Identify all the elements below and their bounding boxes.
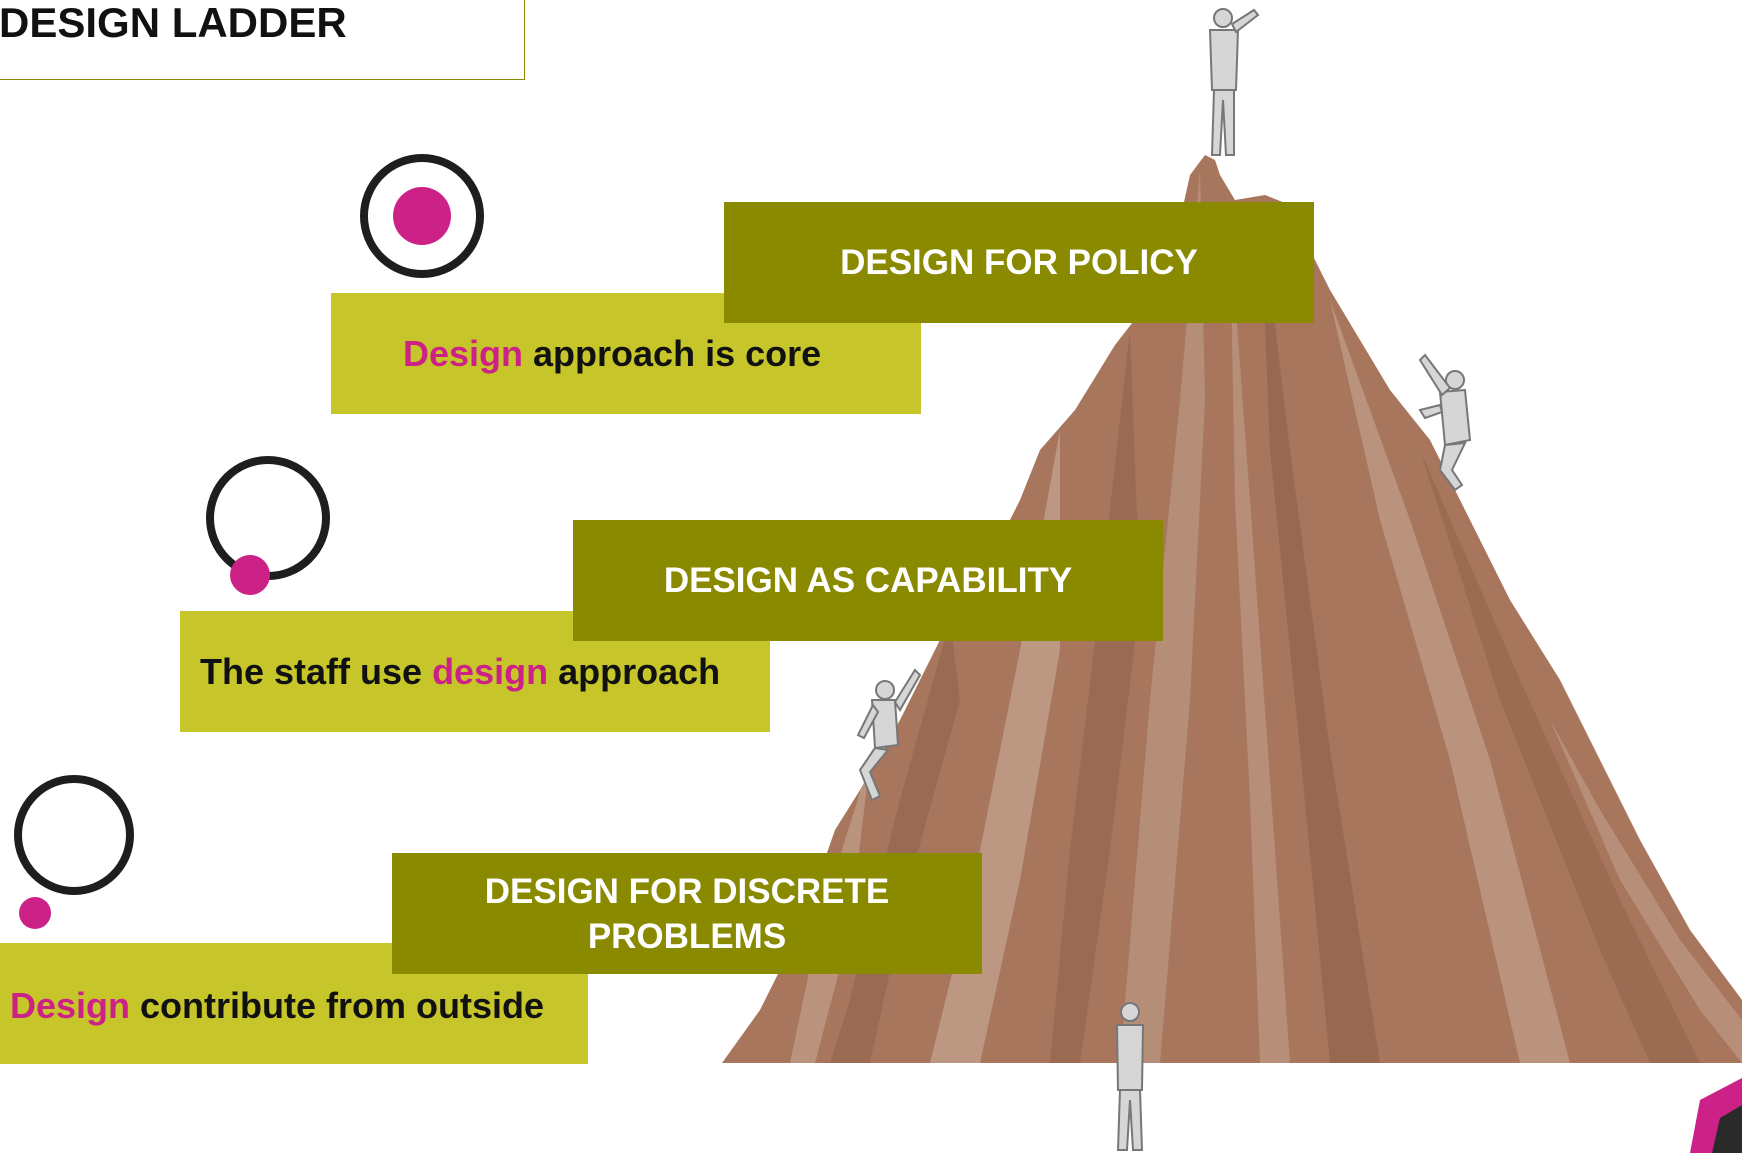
climber-bottom-figure xyxy=(1115,1002,1145,1151)
climber-top-figure xyxy=(1208,8,1260,156)
target-dot-outside-icon xyxy=(14,775,134,929)
level-1-statement: Design approach is core xyxy=(403,333,822,374)
level-2-statement: The staff use design approach xyxy=(200,651,721,692)
target-dot-centered-icon xyxy=(360,154,484,278)
target-dot-on-edge-icon xyxy=(206,456,330,595)
level-1-heading: DESIGN FOR POLICY xyxy=(840,243,1198,282)
page-title: DESIGN LADDER xyxy=(0,0,347,46)
highlight-word: Design xyxy=(403,333,524,374)
logo-fragment xyxy=(1690,1078,1742,1153)
title-box: DESIGN LADDER xyxy=(0,0,525,80)
highlight-word: design xyxy=(432,651,549,692)
level-3-statement: Design contribute from outside xyxy=(10,985,545,1026)
climber-right-figure xyxy=(1418,353,1472,492)
highlight-word: Design xyxy=(10,985,131,1026)
level-2-heading-box: DESIGN AS CAPABILITY xyxy=(573,520,1163,641)
level-1-heading-box: DESIGN FOR POLICY xyxy=(724,202,1314,323)
climber-left-figure xyxy=(856,668,922,802)
level-3-heading: DESIGN FOR DISCRETE PROBLEMS xyxy=(484,871,890,956)
level-2-heading: DESIGN AS CAPABILITY xyxy=(663,561,1073,600)
level-3-heading-box: DESIGN FOR DISCRETE PROBLEMS xyxy=(392,853,982,974)
